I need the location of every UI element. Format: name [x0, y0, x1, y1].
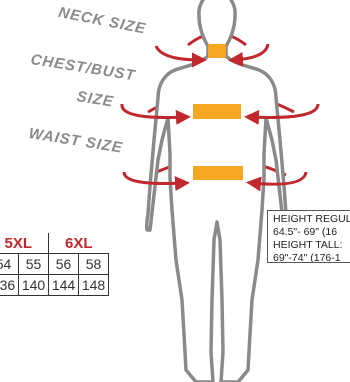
- neck-arrow-icon: [156, 46, 201, 60]
- size-table: 5XL 6XL 54 55 56 58 136 140 144 148: [0, 233, 109, 296]
- table-cell: 58: [79, 254, 109, 275]
- table-cell: 136: [0, 275, 19, 296]
- table-cell: 55: [19, 254, 49, 275]
- table-cell: 140: [19, 275, 49, 296]
- table-cell: 148: [79, 275, 109, 296]
- table-cell: 144: [49, 275, 79, 296]
- table-row: 54 55 56 58: [0, 254, 109, 275]
- chest-band: [193, 104, 241, 119]
- height-info-box: HEIGHT REGUL 64.5"- 69" (16 HEIGHT TALL:…: [267, 210, 350, 263]
- table-cell: 54: [0, 254, 19, 275]
- height-tall-label: HEIGHT TALL:: [273, 239, 350, 252]
- neck-band: [208, 44, 226, 58]
- waist-band: [193, 166, 243, 180]
- height-tall-value: 69"-74" (176-1: [273, 252, 350, 263]
- neck-arrow-right: [234, 44, 268, 60]
- size-header-6xl: 6XL: [49, 233, 109, 254]
- size-header-5xl: 5XL: [0, 233, 49, 254]
- height-regular-value: 64.5"- 69" (16: [273, 226, 350, 239]
- height-regular-label: HEIGHT REGUL: [273, 213, 350, 226]
- size-header-row: 5XL 6XL: [0, 233, 109, 254]
- table-cell: 56: [49, 254, 79, 275]
- table-row: 136 140 144 148: [0, 275, 109, 296]
